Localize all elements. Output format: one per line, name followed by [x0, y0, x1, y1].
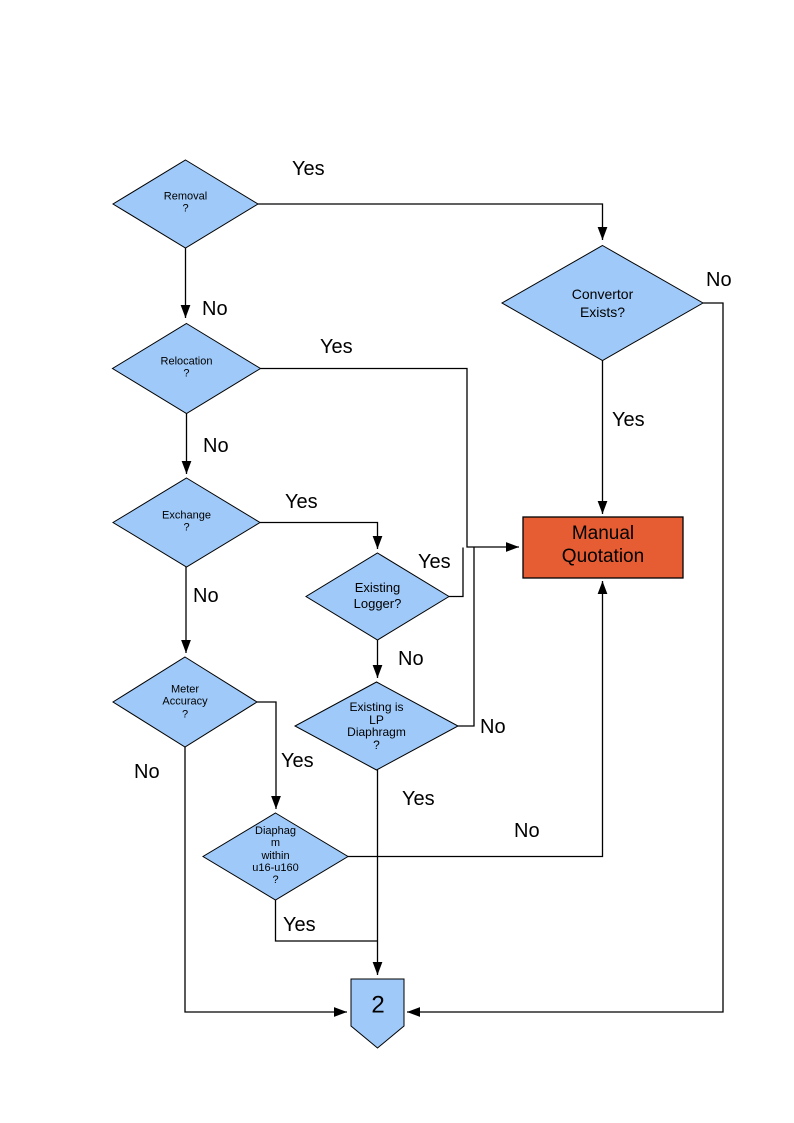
edge-diaphagm-yes	[274, 900, 378, 942]
decision-existing-logger	[305, 552, 450, 641]
offpage-connector-2	[350, 978, 405, 1049]
decision-diaphagm-within	[202, 812, 349, 901]
decision-existing-lp-diaphragm	[293, 681, 460, 771]
decision-convertor-exists	[500, 244, 705, 362]
edge-convertor-no	[407, 302, 724, 1017]
nodes	[111, 159, 705, 1049]
decision-removal	[112, 159, 259, 249]
edge-diaphagm-no	[348, 581, 608, 858]
edge-logger-yes	[449, 547, 464, 598]
edge-exchange-yes	[260, 521, 383, 549]
edge-lp-no	[458, 547, 475, 727]
decision-meter-accuracy	[112, 656, 258, 748]
decision-exchange	[112, 477, 261, 568]
process-manual-quotation	[522, 516, 684, 579]
edge-meter-no	[184, 747, 347, 1017]
edge-removal-yes	[258, 203, 608, 240]
edge-meter-yes	[257, 701, 281, 809]
edge-relocation-yes	[260, 367, 519, 552]
edges	[180, 203, 724, 1017]
decision-relocation	[111, 322, 262, 415]
